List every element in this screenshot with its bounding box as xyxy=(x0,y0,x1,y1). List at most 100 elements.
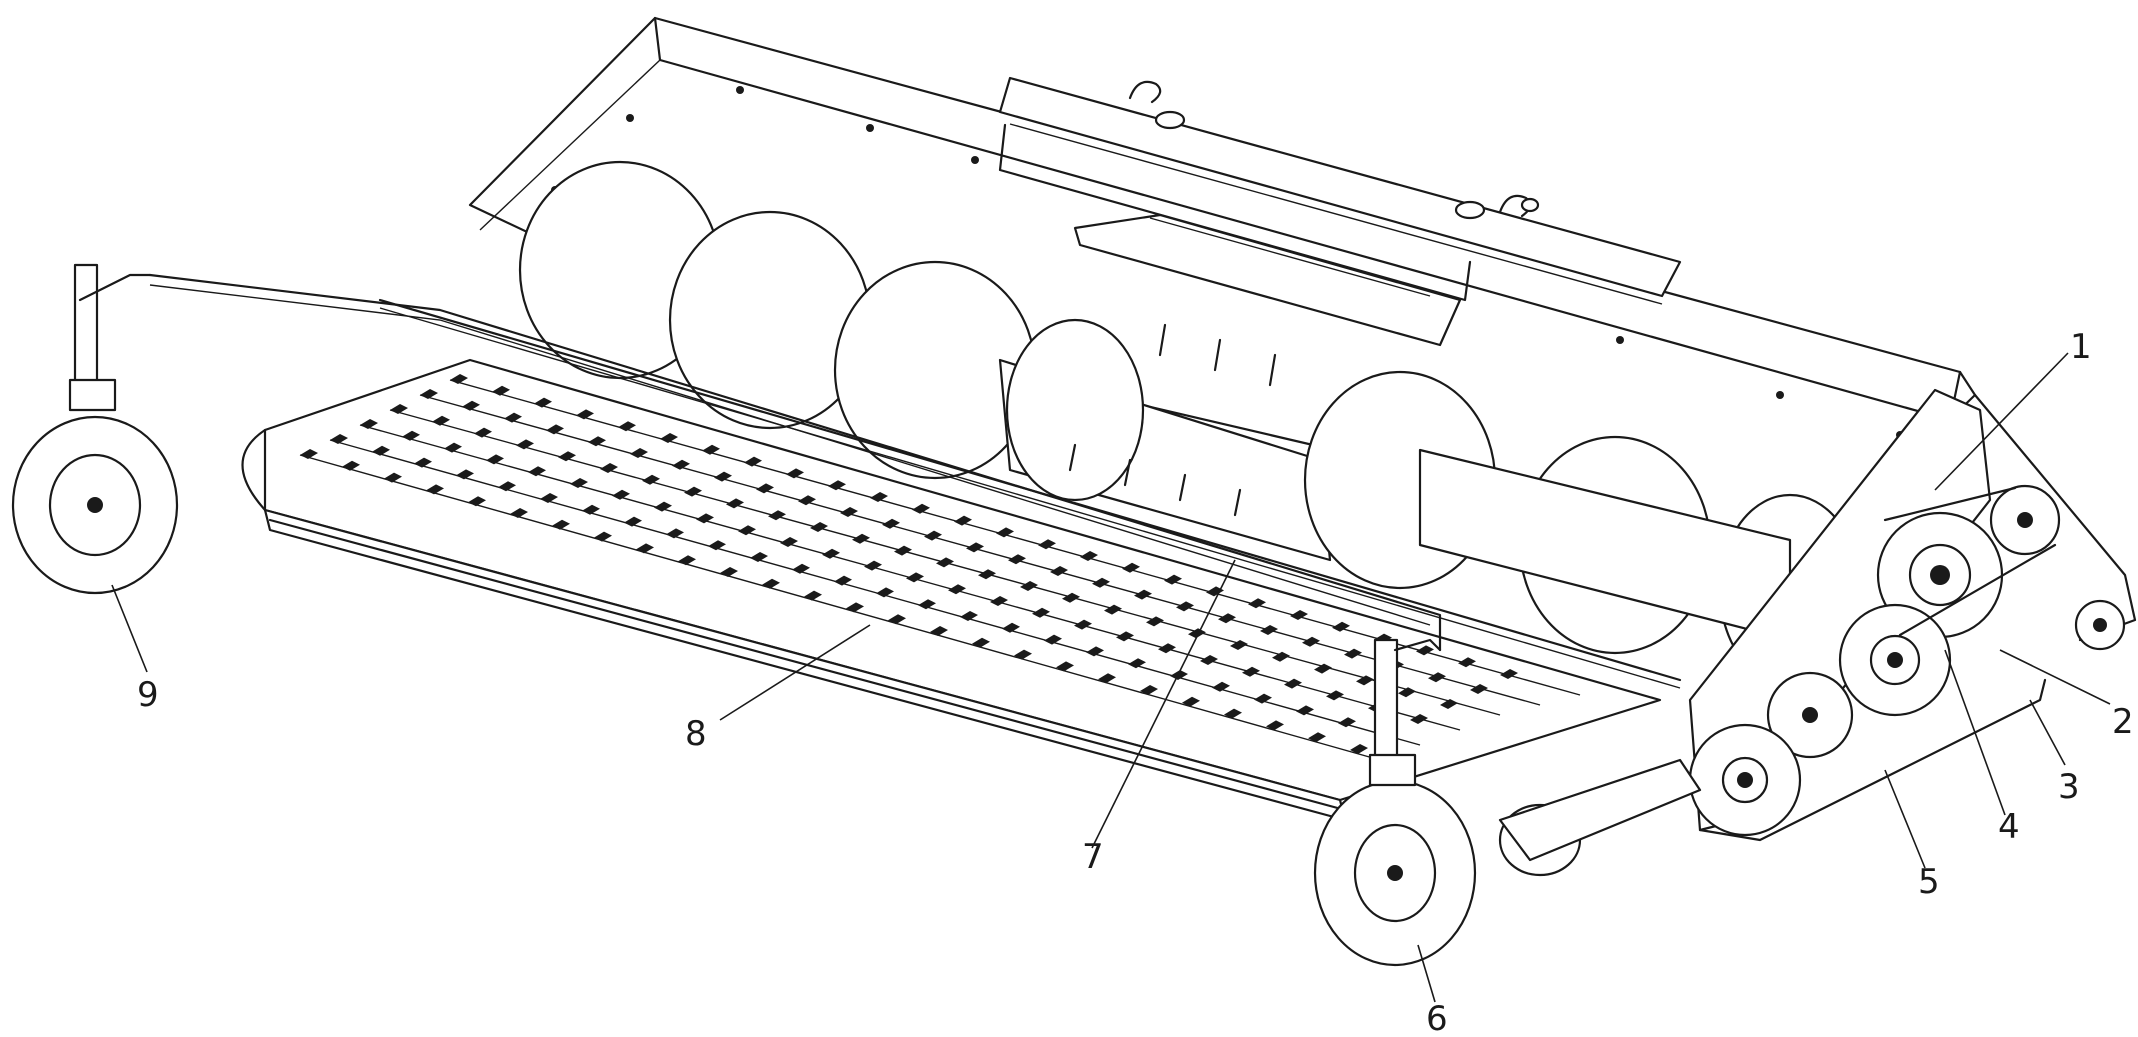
pickup-tine xyxy=(1050,566,1068,576)
pickup-tine xyxy=(870,492,888,502)
pickup-tine xyxy=(1122,562,1140,573)
pickup-tine xyxy=(360,419,378,429)
pickup-tine xyxy=(432,415,450,426)
pickup-tine xyxy=(384,472,402,483)
pickup-tine xyxy=(486,454,504,465)
pickup-tine xyxy=(612,489,630,500)
pickup-tine xyxy=(1008,554,1026,565)
callout-3: 3 xyxy=(2058,767,2080,807)
pickup-tine xyxy=(1356,675,1374,686)
pickup-tine xyxy=(588,436,606,447)
pickup-tine xyxy=(954,515,972,526)
pickup-tine xyxy=(720,567,738,577)
pickup-tine xyxy=(996,527,1014,538)
pickup-tine xyxy=(1344,648,1362,659)
pickup-tine xyxy=(1164,574,1182,585)
pickup-tine xyxy=(1062,592,1080,603)
pickup-tine xyxy=(576,409,594,420)
pickup-tine xyxy=(1002,622,1020,633)
pickup-tine xyxy=(906,572,924,583)
pickup-tine xyxy=(1290,610,1308,620)
pickup-tine xyxy=(1158,643,1176,654)
pickup-tine xyxy=(528,466,546,477)
pickup-tine xyxy=(372,445,390,456)
pickup-tine xyxy=(414,457,432,468)
pickup-tine xyxy=(726,498,744,509)
pickup-tine xyxy=(450,374,468,384)
callout-labels: 1 2 3 4 5 6 7 8 9 xyxy=(137,327,2134,1037)
pickup-tine xyxy=(1272,651,1290,662)
pickup-tine xyxy=(798,495,816,506)
pickup-tine xyxy=(960,611,978,621)
pickup-tine xyxy=(1248,598,1266,609)
pickup-tine xyxy=(888,614,906,625)
pickup-tine xyxy=(702,444,720,455)
callout-5: 5 xyxy=(1918,862,1940,902)
callout-6: 6 xyxy=(1426,999,1448,1037)
pickup-tine xyxy=(1416,645,1434,656)
pickup-tine xyxy=(498,481,516,492)
pickup-tine xyxy=(1020,581,1038,591)
pickup-tine xyxy=(456,469,474,480)
pickup-tine xyxy=(1086,646,1104,657)
pickup-tine xyxy=(966,542,984,553)
pickup-tine xyxy=(660,433,678,443)
pickup-tine xyxy=(630,448,648,458)
pickup-tine xyxy=(804,590,822,601)
pickup-tine xyxy=(342,460,360,471)
gauge-wheel-right xyxy=(1313,638,1477,967)
pickup-tine xyxy=(558,451,576,462)
pickup-tine xyxy=(1188,628,1206,639)
pickup-tine xyxy=(918,599,936,610)
pickup-tine xyxy=(1176,601,1194,612)
pickup-tine xyxy=(1302,636,1320,647)
pickup-tine xyxy=(1470,684,1488,694)
pickup-tine xyxy=(930,626,948,636)
pickup-tine xyxy=(1212,681,1230,692)
pickup-tine xyxy=(1266,720,1284,731)
pickup-tine xyxy=(594,531,612,542)
pickup-tine xyxy=(708,540,726,551)
pickup-tine xyxy=(1260,625,1278,635)
pickup-tine xyxy=(828,480,846,491)
pickup-tine xyxy=(1200,655,1218,665)
pickup-tine xyxy=(1146,616,1164,627)
pickup-tine xyxy=(474,427,492,438)
pickup-tine xyxy=(792,563,810,574)
pickup-tine xyxy=(894,545,912,556)
pickup-tine xyxy=(972,637,990,648)
pickup-tine xyxy=(1338,717,1356,728)
pickup-tine xyxy=(1440,699,1458,709)
pickup-tine xyxy=(570,478,588,488)
pickup-tine xyxy=(1044,634,1062,645)
pickup-tine xyxy=(1410,714,1428,724)
pickup-tine xyxy=(1182,696,1200,707)
pickup-tine xyxy=(1326,690,1344,701)
pickup-tine xyxy=(1284,678,1302,689)
pickup-tine xyxy=(534,397,552,408)
pickup-tine xyxy=(462,400,480,411)
pickup-tine xyxy=(780,537,798,547)
pickup-tine xyxy=(852,533,870,544)
pickup-tine xyxy=(1350,744,1368,754)
pickup-tine xyxy=(546,424,564,435)
pickup-tine xyxy=(1224,708,1242,719)
pickup-tine xyxy=(444,442,462,453)
pickup-tine xyxy=(762,578,780,589)
pickup-tine xyxy=(1500,669,1518,679)
pickup-tine xyxy=(1458,657,1476,668)
callout-9: 9 xyxy=(137,675,159,715)
pickup-tine xyxy=(300,449,318,459)
auger xyxy=(518,160,1862,687)
pickup-tine xyxy=(864,560,882,571)
pickup-tine xyxy=(672,459,690,470)
callout-4: 4 xyxy=(1998,807,2020,847)
pickup-tine xyxy=(750,552,768,562)
pickup-tine xyxy=(834,575,852,586)
drive-side-panel xyxy=(1688,388,2137,842)
pickup-tine xyxy=(618,421,636,432)
callout-8: 8 xyxy=(685,714,707,754)
pickup-tine xyxy=(1014,649,1032,660)
